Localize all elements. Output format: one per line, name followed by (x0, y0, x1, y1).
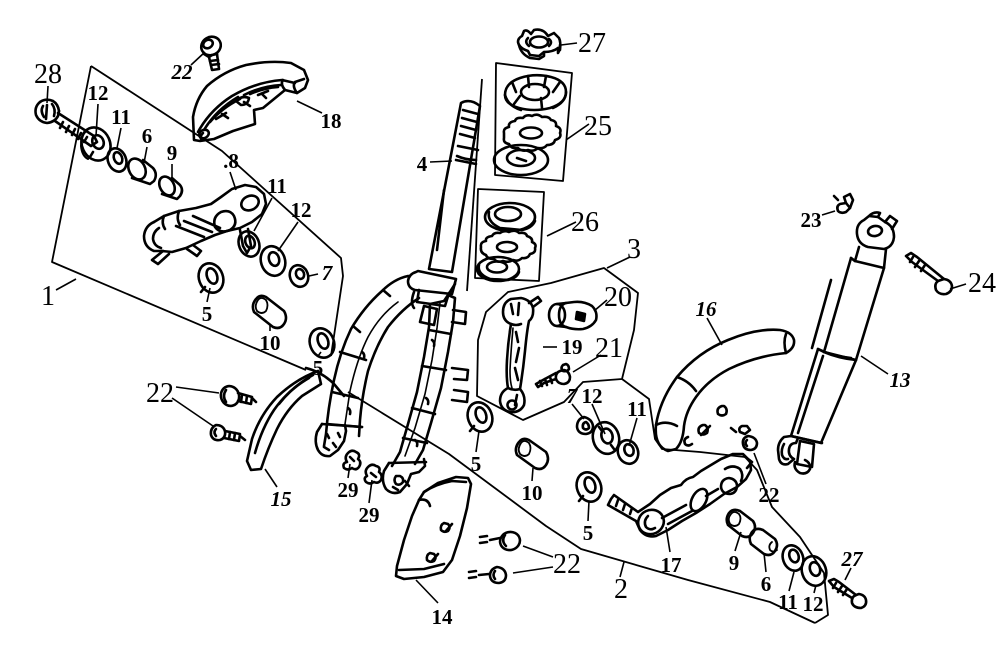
svg-text:12: 12 (803, 592, 824, 616)
svg-text:6: 6 (142, 124, 153, 148)
svg-text:.8: .8 (223, 149, 239, 173)
svg-text:21: 21 (595, 333, 623, 364)
svg-text:17: 17 (661, 553, 682, 577)
svg-text:5: 5 (313, 356, 324, 380)
svg-text:1: 1 (41, 281, 55, 312)
svg-text:18: 18 (321, 109, 342, 133)
svg-text:12: 12 (291, 198, 312, 222)
svg-text:10: 10 (260, 331, 281, 355)
svg-text:11: 11 (111, 105, 131, 129)
svg-text:7: 7 (567, 384, 579, 408)
svg-text:7: 7 (322, 261, 334, 285)
svg-text:5: 5 (202, 302, 213, 326)
svg-text:22: 22 (171, 60, 194, 84)
svg-text:3: 3 (627, 234, 641, 265)
svg-text:12: 12 (582, 384, 603, 408)
svg-text:15: 15 (271, 487, 292, 511)
svg-text:22: 22 (146, 378, 174, 409)
svg-text:4: 4 (417, 152, 428, 176)
svg-text:16: 16 (696, 297, 718, 321)
svg-text:5: 5 (583, 521, 594, 545)
svg-text:29: 29 (359, 503, 380, 527)
svg-text:9: 9 (729, 551, 740, 575)
svg-text:20: 20 (604, 282, 632, 313)
svg-text:11: 11 (267, 174, 287, 198)
svg-text:9: 9 (167, 141, 178, 165)
svg-text:11: 11 (627, 397, 647, 421)
svg-text:28: 28 (34, 59, 62, 90)
svg-text:27: 27 (578, 28, 606, 59)
svg-text:26: 26 (571, 207, 599, 238)
svg-text:23: 23 (801, 208, 822, 232)
svg-text:24: 24 (968, 268, 996, 299)
svg-text:22: 22 (759, 483, 780, 507)
svg-text:10: 10 (522, 481, 543, 505)
svg-text:19: 19 (562, 335, 583, 359)
svg-text:27: 27 (841, 547, 865, 571)
svg-text:5: 5 (471, 452, 482, 476)
svg-text:25: 25 (584, 111, 612, 142)
svg-text:13: 13 (890, 368, 911, 392)
svg-text:29: 29 (338, 478, 359, 502)
svg-text:11: 11 (778, 590, 798, 614)
svg-text:14: 14 (432, 605, 454, 629)
svg-text:12: 12 (88, 81, 109, 105)
svg-text:22: 22 (553, 549, 581, 580)
svg-text:2: 2 (614, 574, 628, 605)
svg-text:6: 6 (761, 572, 772, 596)
